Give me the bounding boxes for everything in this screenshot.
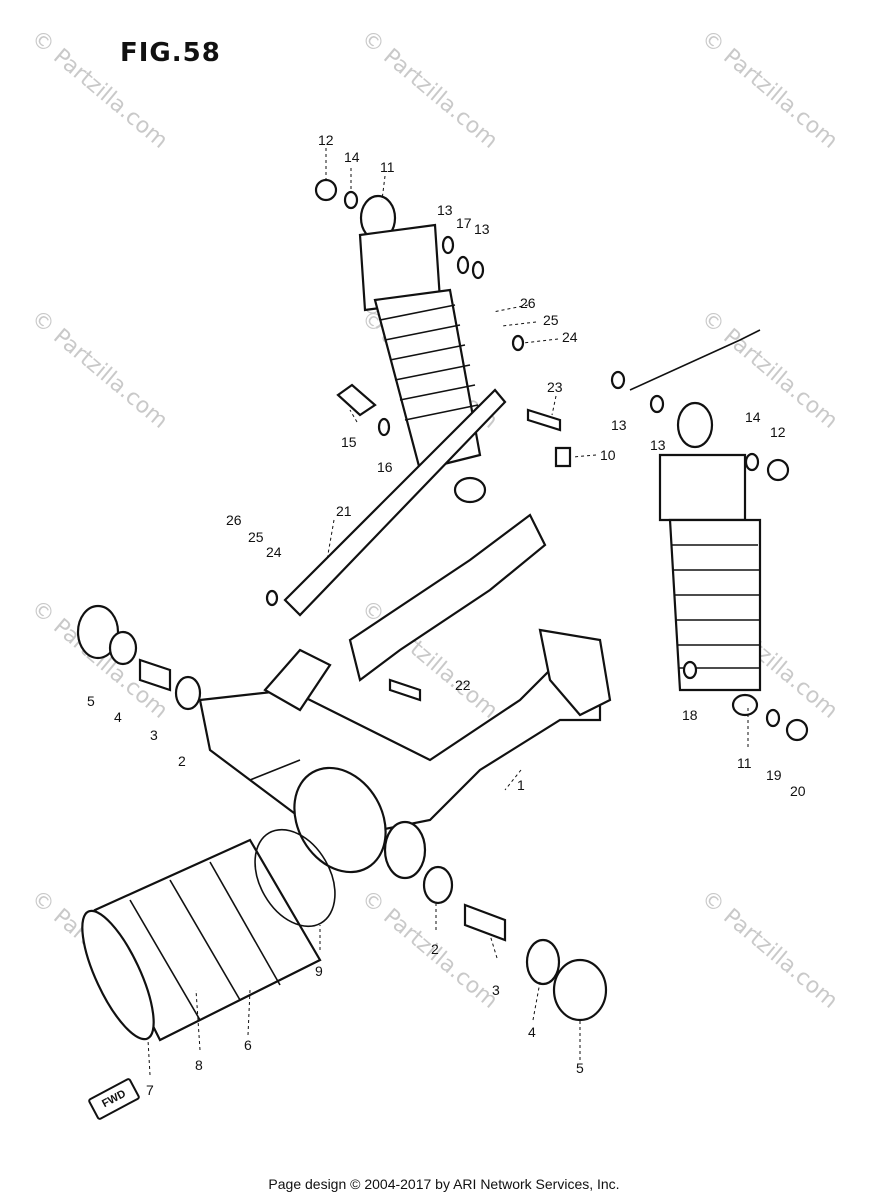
callout-24: 24 bbox=[562, 329, 578, 345]
hardware bbox=[76, 178, 809, 1022]
callout-26: 26 bbox=[226, 512, 242, 528]
watermark: © Partzilla.com bbox=[696, 25, 842, 153]
callout-5: 5 bbox=[87, 693, 95, 709]
callout-25: 25 bbox=[543, 312, 559, 328]
callout-13: 13 bbox=[437, 202, 453, 218]
watermark: © Partzilla.com bbox=[26, 305, 172, 433]
callout-1: 1 bbox=[517, 777, 525, 793]
callout-labels: 12 14 11 13 17 13 26 25 24 15 16 23 10 1… bbox=[87, 132, 806, 1098]
callout-19: 19 bbox=[766, 767, 782, 783]
callout-20: 20 bbox=[790, 783, 806, 799]
figure-title: FIG.58 bbox=[120, 38, 221, 68]
callout-15: 15 bbox=[341, 434, 357, 450]
callout-3: 3 bbox=[492, 982, 500, 998]
rubber-boot bbox=[81, 838, 322, 1042]
leader-lines bbox=[147, 148, 749, 1076]
left-shock-absorber bbox=[358, 194, 487, 504]
right-shock-absorber bbox=[658, 401, 762, 717]
watermark: © Partzilla.com bbox=[26, 25, 172, 153]
callout-24: 24 bbox=[266, 544, 282, 560]
o-ring bbox=[254, 828, 336, 928]
callout-7: 7 bbox=[146, 1082, 154, 1098]
callout-14: 14 bbox=[344, 149, 360, 165]
callout-8: 8 bbox=[195, 1057, 203, 1073]
torque-rod bbox=[283, 388, 507, 617]
callout-13: 13 bbox=[474, 221, 490, 237]
watermark: © Partzilla.com bbox=[696, 885, 842, 1013]
callout-26: 26 bbox=[520, 295, 536, 311]
callout-12: 12 bbox=[318, 132, 334, 148]
callout-22: 22 bbox=[455, 677, 471, 693]
watermark: © Partzilla.com bbox=[356, 885, 502, 1013]
callout-16: 16 bbox=[377, 459, 393, 475]
callout-4: 4 bbox=[528, 1024, 536, 1040]
callout-21: 21 bbox=[336, 503, 352, 519]
swing-arm bbox=[198, 513, 612, 880]
callout-4: 4 bbox=[114, 709, 122, 725]
callout-2: 2 bbox=[178, 753, 186, 769]
callout-11: 11 bbox=[737, 755, 752, 771]
callout-25: 25 bbox=[248, 529, 264, 545]
callout-5: 5 bbox=[576, 1060, 584, 1076]
callout-17: 17 bbox=[456, 215, 472, 231]
callout-23: 23 bbox=[547, 379, 563, 395]
callout-13: 13 bbox=[611, 417, 627, 433]
page-footer: Page design © 2004-2017 by ARI Network S… bbox=[268, 1176, 620, 1192]
watermark: © Partzilla.com bbox=[696, 305, 842, 433]
callout-14: 14 bbox=[745, 409, 761, 425]
callout-18: 18 bbox=[682, 707, 698, 723]
callout-6: 6 bbox=[244, 1037, 252, 1053]
callout-3: 3 bbox=[150, 727, 158, 743]
callout-11: 11 bbox=[380, 159, 395, 175]
callout-10: 10 bbox=[600, 447, 616, 463]
watermark: © Partzilla.com bbox=[356, 25, 502, 153]
callout-2: 2 bbox=[431, 941, 439, 957]
callout-13: 13 bbox=[650, 437, 666, 453]
callout-9: 9 bbox=[315, 963, 323, 979]
callout-12: 12 bbox=[770, 424, 786, 440]
